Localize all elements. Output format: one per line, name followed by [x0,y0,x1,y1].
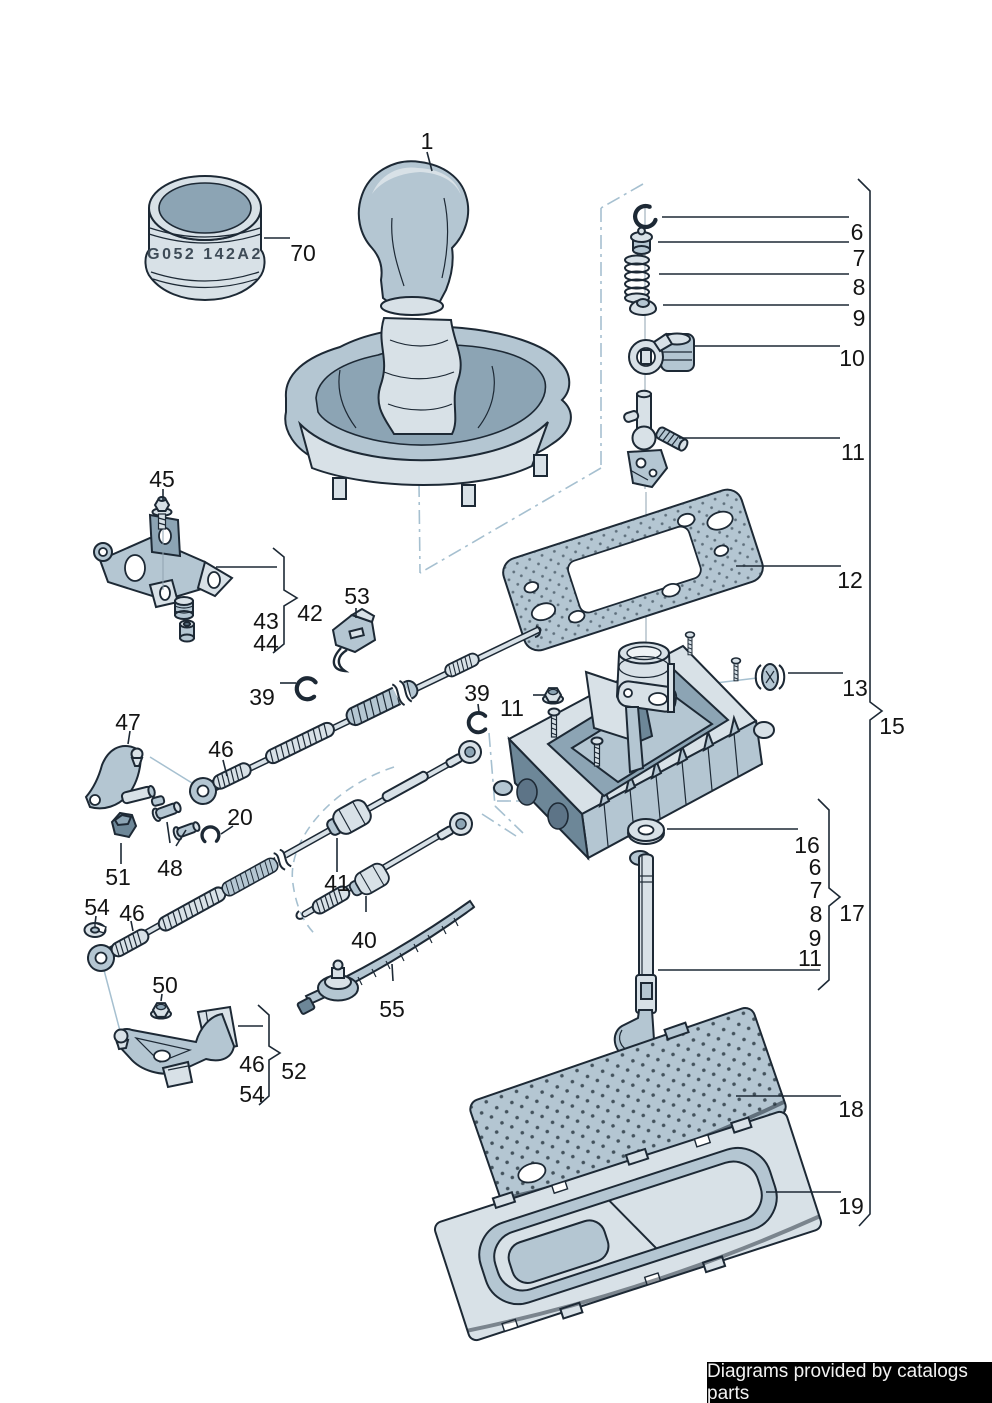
callout-39-right: 39 [464,680,490,706]
callout-41: 41 [324,870,350,896]
part-washer-54 [83,922,107,938]
part-cable-rear [184,625,542,810]
callout-20: 20 [227,804,253,830]
callout-19: 19 [838,1193,864,1219]
leader-lines [94,151,849,1193]
callout-6-bottom: 6 [809,854,822,880]
callout-53: 53 [344,583,370,609]
callout-11-mid: 11 [500,695,524,721]
part-lever-shaft-11 [623,389,689,489]
callout-labels: 1 70 6 7 8 9 10 11 12 13 15 45 42 43 44 … [84,128,905,1219]
part-pins-48 [151,801,201,841]
callout-8-bottom: 8 [810,901,823,927]
callout-48: 48 [157,855,183,881]
callout-7-top: 7 [853,245,866,271]
part-sleeve-44 [179,619,195,643]
callout-16: 16 [794,832,820,858]
callout-7-bottom: 7 [810,877,823,903]
part-lever-47 [84,745,166,810]
part-bushing-43 [174,596,194,620]
part-nut-50 [150,1002,172,1020]
part-tray-19 [433,1110,823,1342]
callout-52: 52 [281,1058,307,1084]
callout-17: 17 [839,900,865,926]
callout-12: 12 [837,567,863,593]
part-sleeve-70: G052 142A2 [144,175,266,302]
part-gasket-12 [502,488,764,652]
callout-45: 45 [149,466,175,492]
part-clip-53 [331,607,377,673]
callout-9-bottom: 9 [809,925,822,951]
part-circlip-39-right [464,709,493,737]
part-pad-18 [469,1006,787,1210]
callout-11-bottom: 11 [798,945,822,971]
part-bracket-42 [93,513,234,609]
part-housing-15 [493,631,775,866]
callout-46-group52: 46 [239,1051,265,1077]
part-cap-9 [629,298,657,316]
callout-11-top: 11 [841,439,865,465]
callout-47: 47 [115,709,141,735]
callout-18: 18 [838,1096,864,1122]
callout-54-left: 54 [84,894,110,920]
callout-70: 70 [290,240,316,266]
callout-42: 42 [297,600,323,626]
part-cable-front [82,736,486,977]
callout-13: 13 [842,675,868,701]
part-rod-11 [613,853,657,1061]
part-knob-boot-1 [284,160,572,507]
callout-6-top: 6 [851,219,864,245]
part-lever-52 [113,1005,239,1089]
callout-40: 40 [351,927,377,953]
callout-10: 10 [839,345,865,371]
group-brackets [257,178,884,1227]
callout-39-left: 39 [249,684,275,710]
part-bushing-7 [630,226,653,255]
callout-44: 44 [253,630,279,656]
part-circlip-6 [633,204,658,229]
callout-46-top: 46 [208,736,234,762]
callout-8-top: 8 [853,274,866,300]
part-washer-16 [627,818,665,845]
callout-9-top: 9 [853,305,866,331]
callout-51: 51 [105,864,131,890]
attribution-text: Diagrams provided by catalogs parts [707,1360,968,1403]
callout-55: 55 [379,996,405,1022]
part-cap-51 [110,811,138,839]
callout-43: 43 [253,608,279,634]
callout-1: 1 [421,128,434,154]
part-grommet-13 [754,663,786,691]
part-circlip-39-left [294,675,321,702]
attribution-bar: Diagrams provided by catalogs parts [707,1360,992,1403]
part-clamp-10 [628,332,695,375]
callout-50: 50 [152,972,178,998]
part-spring-8 [624,254,650,304]
sleeve-marking: G052 142A2 [147,246,263,263]
callout-15: 15 [879,713,905,739]
part-cable-lower [295,807,478,920]
callout-46-left: 46 [119,900,145,926]
callout-54-group52: 54 [239,1081,265,1107]
part-cable-tie-55 [296,899,476,1015]
part-clip-20 [198,823,222,848]
